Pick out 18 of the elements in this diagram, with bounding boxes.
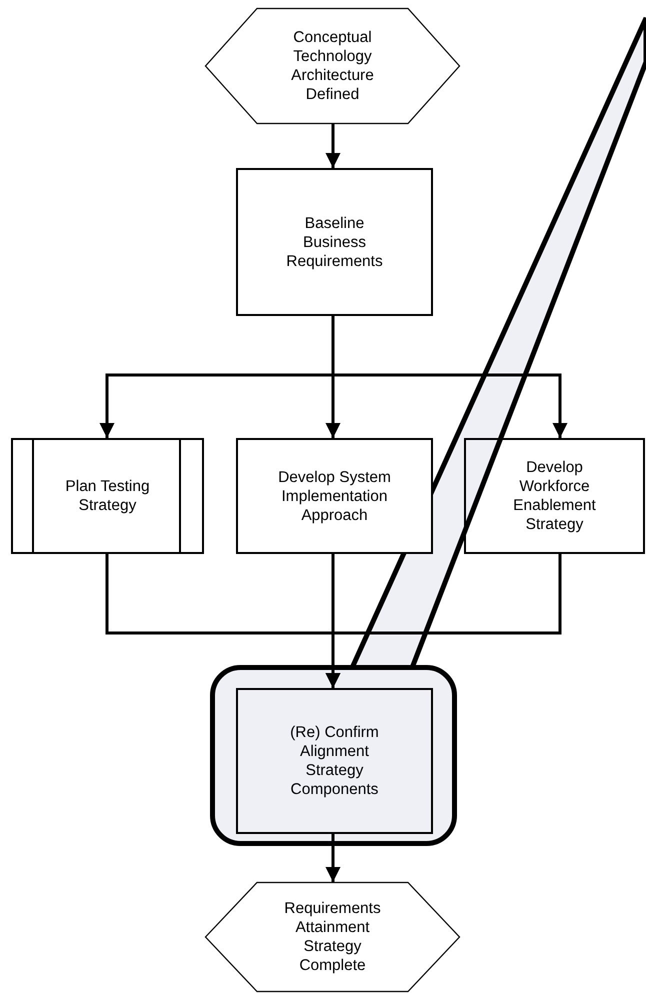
- node-label: (Re) Confirm Alignment Strategy Components: [289, 723, 380, 799]
- arrow: [326, 124, 340, 168]
- node-label: Conceptual Technology Architecture Defined: [290, 28, 375, 104]
- terminal-hexagon: [205, 8, 460, 124]
- arrow: [326, 834, 340, 882]
- arrow: [326, 554, 562, 688]
- process-box: [236, 438, 433, 554]
- node-label: Baseline Business Requirements: [285, 214, 384, 270]
- node-label: Develop System Implementation Approach: [277, 468, 392, 524]
- terminal-hexagon: [205, 882, 460, 992]
- node-label: Requirements Attainment Strategy Complete: [283, 899, 382, 975]
- process-box: [236, 688, 433, 834]
- process-box: [464, 438, 645, 554]
- subprocess-box: [11, 438, 204, 554]
- process-box: [236, 168, 433, 316]
- callout-frame: [210, 665, 457, 846]
- node-label: Develop Workforce Enablement Strategy: [512, 458, 597, 534]
- node-label: Plan Testing Strategy: [64, 477, 151, 515]
